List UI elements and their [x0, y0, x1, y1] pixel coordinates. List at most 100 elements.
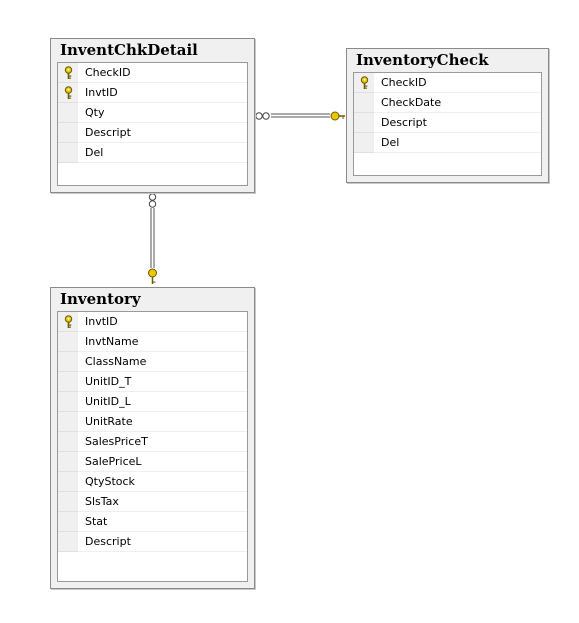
column-row[interactable]: Stat	[58, 512, 247, 532]
row-divider	[374, 112, 541, 113]
row-selector[interactable]	[58, 512, 78, 532]
column-row[interactable]: ClassName	[58, 352, 247, 372]
row-divider	[78, 371, 247, 372]
column-name: Descript	[85, 535, 131, 548]
column-name: QtyStock	[85, 475, 135, 488]
one-end-key-icon	[148, 268, 157, 284]
column-name: Del	[381, 136, 400, 149]
column-row[interactable]: InvtName	[58, 332, 247, 352]
column-name: InvtName	[85, 335, 139, 348]
row-selector[interactable]	[58, 143, 78, 163]
row-selector[interactable]	[58, 352, 78, 372]
column-name: CheckID	[381, 76, 427, 89]
row-selector[interactable]	[58, 432, 78, 452]
row-divider	[78, 102, 247, 103]
row-divider	[78, 351, 247, 352]
row-selector[interactable]	[58, 392, 78, 412]
column-row[interactable]: UnitRate	[58, 412, 247, 432]
row-divider	[78, 391, 247, 392]
column-name: CheckID	[85, 66, 131, 79]
column-name: Stat	[85, 515, 108, 528]
column-name: Qty	[85, 106, 105, 119]
row-selector[interactable]	[354, 113, 374, 133]
row-selector[interactable]	[58, 372, 78, 392]
row-selector[interactable]	[58, 332, 78, 352]
row-selector[interactable]	[58, 103, 78, 123]
row-divider	[78, 431, 247, 432]
row-divider	[78, 451, 247, 452]
row-divider	[78, 82, 247, 83]
column-name: UnitID_L	[85, 395, 131, 408]
column-row[interactable]: InvtID	[58, 83, 247, 103]
row-divider	[78, 142, 247, 143]
row-divider	[78, 331, 247, 332]
column-name: SalePriceL	[85, 455, 142, 468]
table-title[interactable]: Inventory	[60, 290, 141, 308]
row-divider	[78, 162, 247, 163]
row-divider	[78, 122, 247, 123]
row-divider	[374, 92, 541, 93]
primary-key-icon	[64, 66, 73, 79]
row-selector[interactable]	[58, 83, 78, 103]
column-row[interactable]: Del	[354, 133, 541, 153]
column-name: CheckDate	[381, 96, 442, 109]
column-row[interactable]: Descript	[58, 123, 247, 143]
column-row[interactable]: Del	[58, 143, 247, 163]
row-selector[interactable]	[58, 312, 78, 332]
column-row[interactable]: InvtID	[58, 312, 247, 332]
column-row[interactable]: UnitID_T	[58, 372, 247, 392]
row-selector[interactable]	[354, 133, 374, 153]
row-selector[interactable]	[58, 532, 78, 552]
row-selector[interactable]	[58, 452, 78, 472]
row-divider	[78, 531, 247, 532]
column-row[interactable]: CheckDate	[354, 93, 541, 113]
row-divider	[374, 152, 541, 153]
many-end-infinity-icon	[255, 112, 270, 120]
row-selector[interactable]	[58, 63, 78, 83]
column-name: Del	[85, 146, 104, 159]
table-title[interactable]: InventChkDetail	[60, 41, 198, 59]
table-title[interactable]: InventoryCheck	[356, 51, 489, 69]
primary-key-icon	[64, 315, 73, 328]
column-row[interactable]: CheckID	[354, 73, 541, 93]
column-row[interactable]: UnitID_L	[58, 392, 247, 412]
row-divider	[78, 551, 247, 552]
column-row[interactable]: CheckID	[58, 63, 247, 83]
relationship-inventchkdetail-inventorycheck[interactable]	[255, 111, 345, 121]
row-divider	[374, 132, 541, 133]
column-name: SlsTax	[85, 495, 119, 508]
row-selector[interactable]	[354, 73, 374, 93]
column-name: UnitID_T	[85, 375, 132, 388]
column-row[interactable]: Descript	[58, 532, 247, 552]
column-name: SalesPriceT	[85, 435, 148, 448]
column-row[interactable]: Descript	[354, 113, 541, 133]
many-end-infinity-icon	[148, 193, 157, 208]
row-divider	[78, 511, 247, 512]
column-row[interactable]: Qty	[58, 103, 247, 123]
column-name: Descript	[381, 116, 427, 129]
row-selector[interactable]	[58, 472, 78, 492]
row-divider	[78, 491, 247, 492]
column-row[interactable]: QtyStock	[58, 472, 247, 492]
primary-key-icon	[360, 76, 369, 89]
row-divider	[78, 471, 247, 472]
row-divider	[78, 411, 247, 412]
row-selector[interactable]	[58, 123, 78, 143]
column-row[interactable]: SalePriceL	[58, 452, 247, 472]
column-row[interactable]: SlsTax	[58, 492, 247, 512]
row-selector[interactable]	[58, 492, 78, 512]
row-selector[interactable]	[354, 93, 374, 113]
column-name: ClassName	[85, 355, 147, 368]
relationship-inventchkdetail-inventory[interactable]	[148, 193, 157, 284]
column-name: InvtID	[85, 315, 118, 328]
one-end-key-icon	[330, 111, 345, 121]
column-row[interactable]: SalesPriceT	[58, 432, 247, 452]
row-selector[interactable]	[58, 412, 78, 432]
